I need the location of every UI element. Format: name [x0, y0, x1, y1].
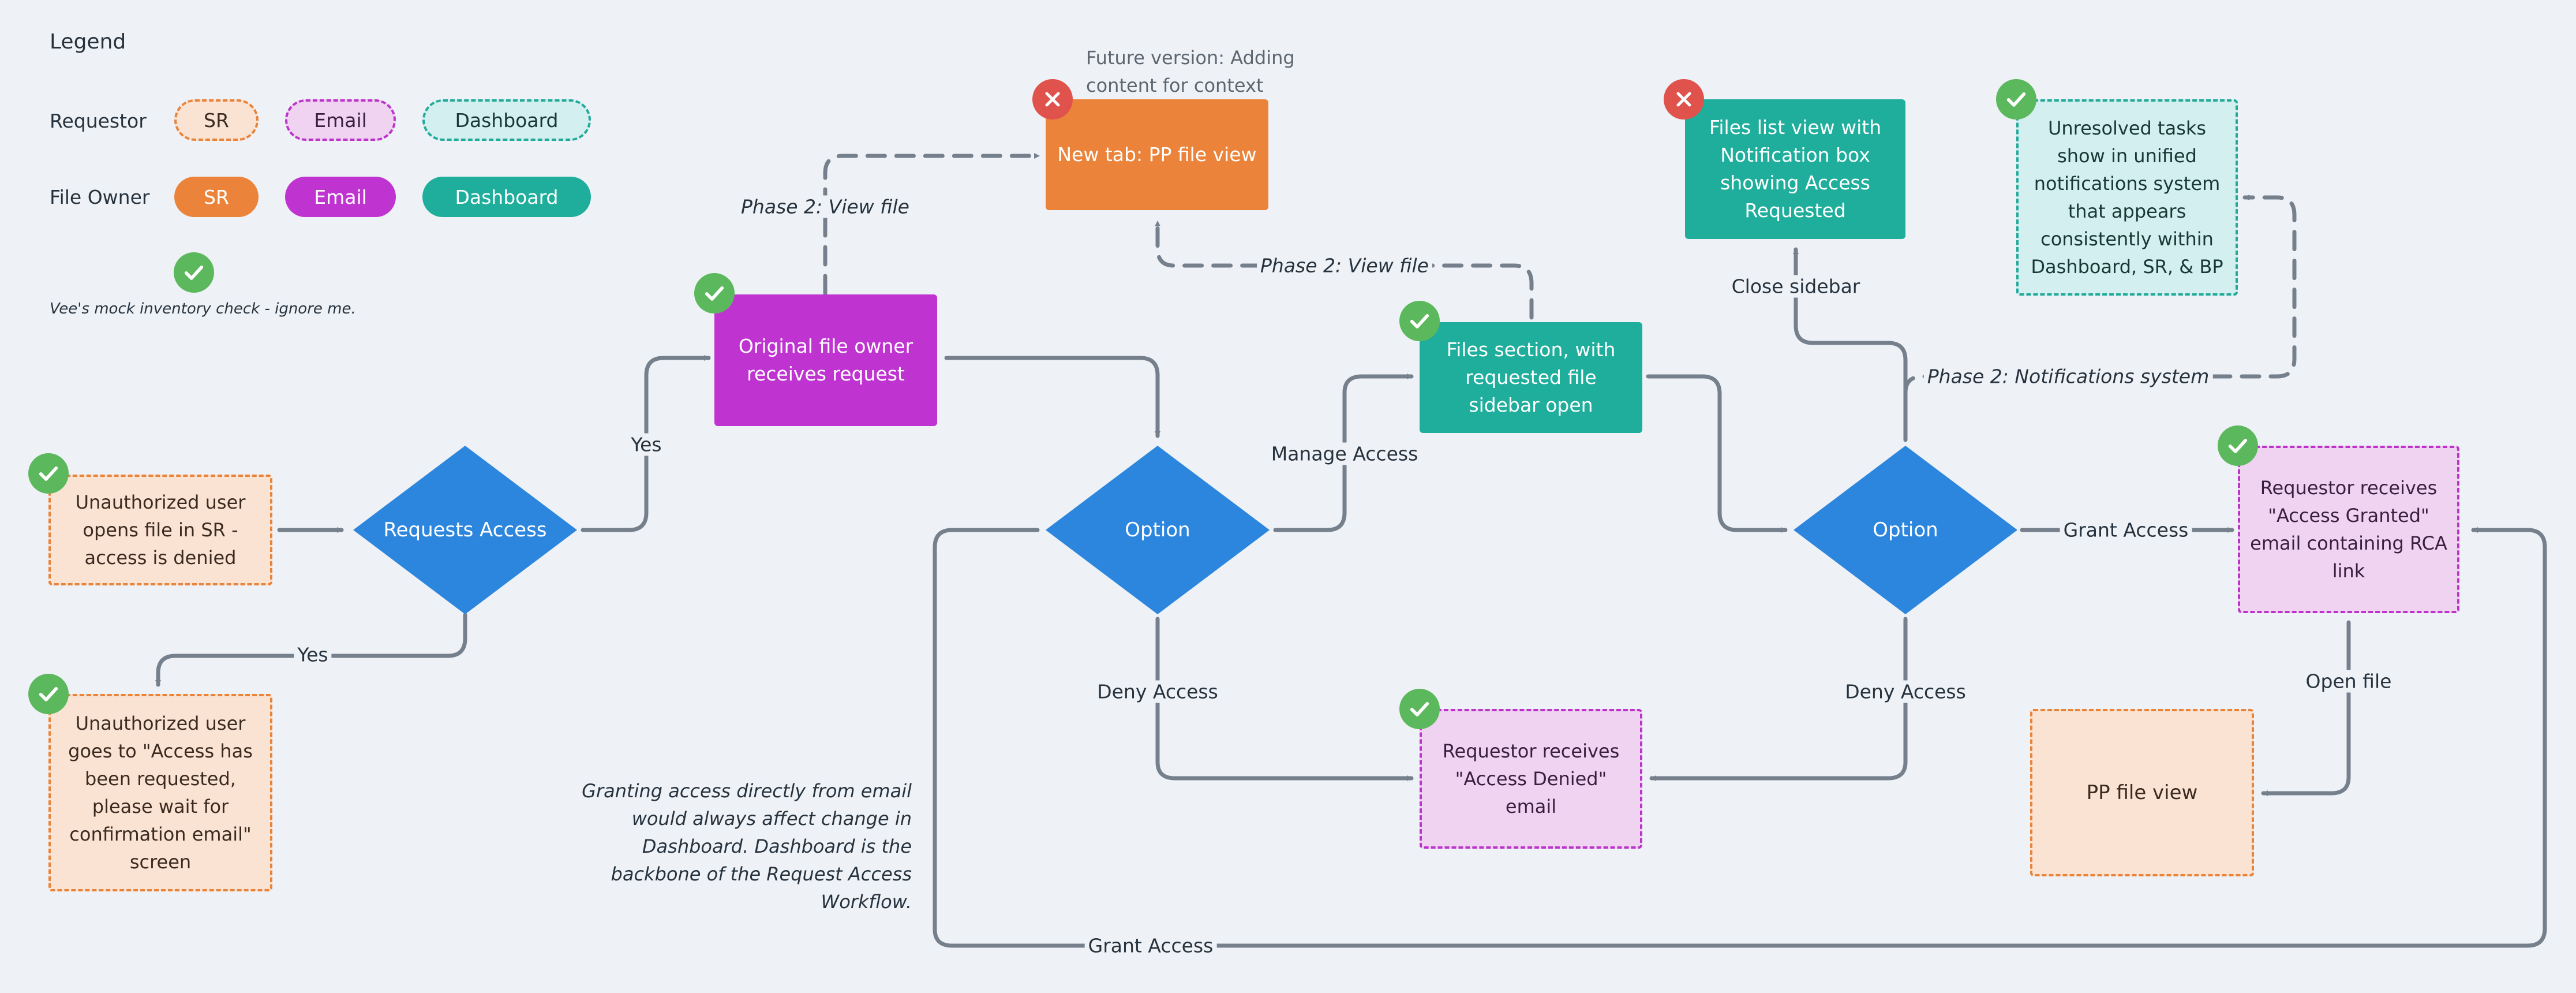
check-icon	[1399, 689, 1440, 729]
edge-option2-deny	[1649, 617, 1908, 781]
legend-row-requestor: Requestor	[50, 110, 147, 132]
legend-owner-sr: SR	[174, 177, 259, 217]
cross-icon	[1032, 79, 1073, 120]
edge-label-deny-access-1: Deny Access	[1094, 680, 1222, 703]
node-unauth-opens: Unauthorized user opens file in SR - acc…	[48, 475, 272, 585]
legend-requestor-email: Email	[285, 99, 396, 141]
edge-owner-phase2-view	[823, 153, 1041, 296]
legend-mock-note: Vee's mock inventory check - ignore me.	[50, 300, 356, 318]
decision-requests-access-label: Requests Access	[383, 518, 547, 542]
edge-label-phase2-view-2: Phase 2: View file	[1257, 254, 1432, 277]
note-granting-email: Granting access directly from email woul…	[582, 780, 912, 913]
edge-label-deny-access-2: Deny Access	[1841, 680, 1970, 703]
legend-owner-dashboard: Dashboard	[422, 177, 591, 217]
check-icon	[28, 674, 69, 714]
node-owner-receives: Original file owner receives request	[714, 294, 937, 426]
check-icon	[2218, 425, 2258, 466]
check-icon	[694, 273, 735, 313]
edge-label-manage-access: Manage Access	[1267, 442, 1422, 465]
legend-title: Legend	[50, 30, 126, 54]
edge-label-grant-access-2: Grant Access	[1084, 934, 1217, 957]
node-pp-file-view: PP file view	[2030, 709, 2254, 876]
edge-option1-deny	[1155, 617, 1414, 781]
edge-label-yes-1: Yes	[627, 433, 665, 456]
node-new-tab: New tab: PP file view	[1046, 99, 1268, 210]
node-files-list: Files list view with Notification box sh…	[1685, 99, 1905, 239]
node-requestor-granted: Requestor receives "Access Granted" emai…	[2238, 446, 2459, 613]
note-future-version: Future version: Adding content for conte…	[1086, 47, 1295, 96]
edge-option2-phase2-notifications	[1903, 195, 2297, 395]
legend-requestor-dashboard: Dashboard	[422, 99, 591, 141]
edge-files-section-to-option2	[1646, 374, 1788, 533]
node-requestor-denied: Requestor receives "Access Denied" email	[1420, 709, 1642, 849]
edge-label-yes-2: Yes	[294, 643, 332, 666]
check-icon	[1996, 79, 2036, 120]
edge-label-grant-access-1: Grant Access	[2060, 518, 2192, 542]
edge-owner-to-option1	[944, 356, 1160, 438]
check-icon	[28, 453, 69, 494]
node-files-section: Files section, with requested file sideb…	[1420, 322, 1642, 433]
decision-option-1	[1046, 446, 1270, 614]
decision-option-2	[1794, 446, 2017, 614]
legend-requestor-sr: SR	[174, 99, 259, 141]
legend-owner-email: Email	[285, 177, 396, 217]
decision-requests-access	[353, 446, 577, 614]
edge-option2-close-sidebar	[1793, 247, 1908, 442]
decision-option-2-label: Option	[1873, 518, 1938, 542]
cross-icon	[1664, 79, 1704, 120]
edge-granted-open-file	[2261, 620, 2351, 796]
node-unresolved-tasks: Unresolved tasks show in unified notific…	[2016, 99, 2238, 296]
edge-label-phase2-view-1: Phase 2: View file	[737, 195, 913, 218]
edge-label-open-file: Open file	[2302, 670, 2395, 693]
legend-row-file-owner: File Owner	[50, 186, 150, 208]
legend-check-icon	[174, 252, 214, 293]
edge-label-close-sidebar: Close sidebar	[1728, 275, 1864, 298]
node-unauth-goes: Unauthorized user goes to "Access has be…	[48, 694, 272, 891]
check-icon	[1399, 301, 1440, 341]
edge-option1-grant-loop	[933, 527, 2547, 948]
edge-label-phase2-notifications: Phase 2: Notifications system	[1923, 365, 2213, 388]
decision-option-1-label: Option	[1125, 518, 1190, 542]
